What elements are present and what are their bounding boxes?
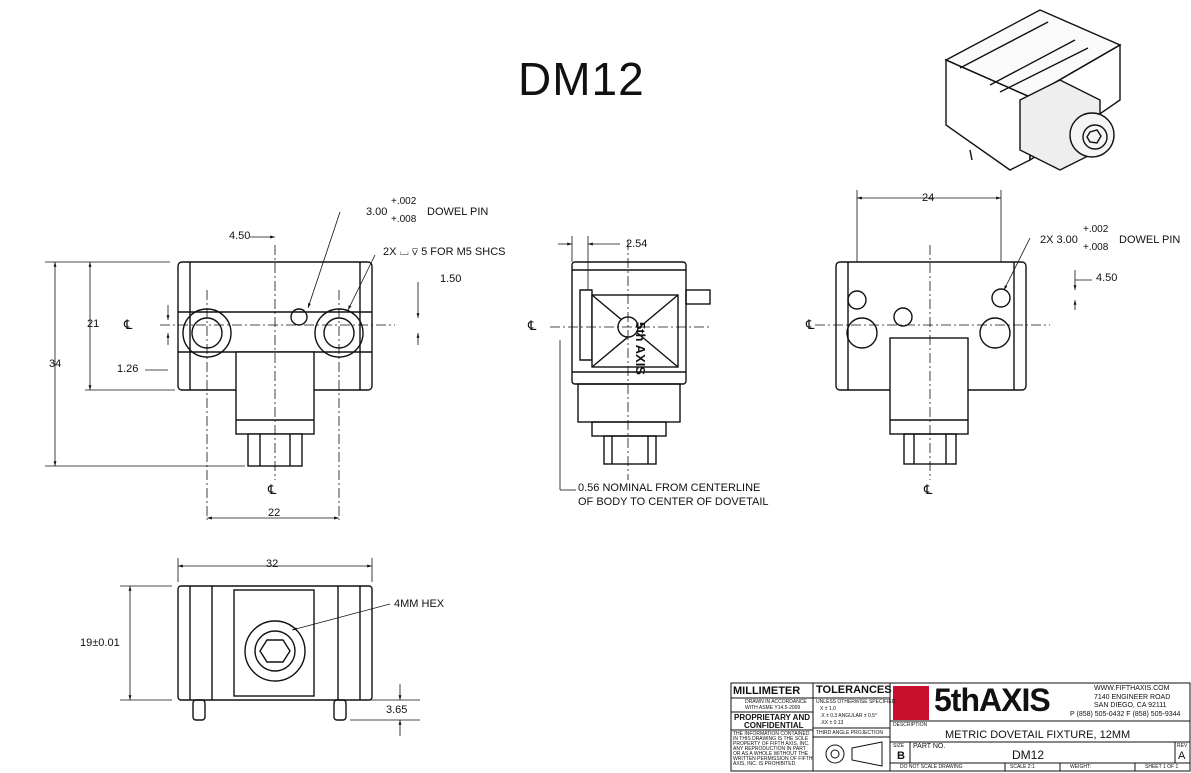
dim-front-offset: 4.50 <box>229 230 251 242</box>
tb-tol-xx: .X ± 0.3 ANGULAR ± 0.5° <box>820 713 877 719</box>
dim-front-height-inner: 21 <box>87 318 100 330</box>
tb-legal1: THE INFORMATION CONTAINED <box>733 731 810 737</box>
front-centerline-symbol-bottom: ℄ <box>268 482 277 497</box>
tb-logo: 5thAXIS <box>934 682 1051 718</box>
dim-back-dowel-nominal: 2X 3.00 <box>1040 234 1078 246</box>
bottom-hex-label: 4MM HEX <box>394 598 445 610</box>
front-counterbore-text: ⌴ ⊽ 5 FOR M5 SHCS <box>400 246 506 258</box>
tb-website: WWW.FIFTHAXIS.COM <box>1094 685 1170 692</box>
tb-legal6: WRITTEN PERMISSION OF FIFTH <box>733 756 813 762</box>
tb-scale: SCALE 2:1 <box>1010 764 1035 770</box>
back-view <box>835 261 1027 465</box>
tb-units: MILLIMETER <box>733 685 801 697</box>
side-note-line1: 0.56 NOMINAL FROM CENTERLINE <box>578 482 761 494</box>
tb-legal4: ANY REPRODUCTION IN PART <box>733 746 806 752</box>
dim-bottom-pin: 3.65 <box>386 704 408 716</box>
tb-projection: THIRD ANGLE PROJECTION <box>816 730 883 736</box>
tb-rev-label: REV <box>1177 743 1188 749</box>
tb-description: METRIC DOVETAIL FIXTURE, 12MM <box>945 729 1131 741</box>
tb-part-label: PART NO. <box>913 743 946 750</box>
tb-size: B <box>897 750 905 762</box>
tb-weight: WEIGHT: <box>1070 764 1091 770</box>
side-logo-text: 5th AXIS <box>633 322 648 375</box>
front-view-centerlines <box>160 245 395 520</box>
back-centerline-symbol-left: ℄ <box>806 317 815 332</box>
dim-front-dowel-nominal: 3.00 <box>366 206 388 218</box>
dim-front-centerline-offset: 1.26 <box>117 363 139 375</box>
tb-part-no: DM12 <box>1012 748 1045 762</box>
tb-legal5: OR AS A WHOLE WITHOUT THE <box>733 751 809 757</box>
back-view-dimensions <box>856 190 1092 310</box>
front-centerline-symbol-left: ℄ <box>124 317 133 332</box>
back-centerline-symbol-bottom: ℄ <box>924 482 933 497</box>
tb-rev: A <box>1178 750 1186 762</box>
dim-side-offset: 2.54 <box>626 238 648 250</box>
tb-tol-note: UNLESS OTHERWISE SPECIFIED <box>816 699 896 705</box>
front-counterbore-count: 2X <box>383 246 397 258</box>
tb-drawn-note2: WITH ASME Y14.5-2009 <box>745 705 801 711</box>
isometric-view <box>944 9 1122 171</box>
bottom-view-dimensions <box>120 558 420 736</box>
dim-back-dowel-tol-upper: +.002 <box>1083 224 1109 235</box>
side-view-centerlines <box>550 240 710 480</box>
tb-proprietary1: PROPRIETARY AND <box>734 713 811 722</box>
tb-tol-x: X ± 1.0 <box>820 706 836 712</box>
dim-bottom-height: 19±0.01 <box>80 637 120 649</box>
tb-phone: P (858) 505-0432 F (858) 505-9344 <box>1070 711 1181 718</box>
side-view-dimensions <box>558 236 620 491</box>
tb-legal7: AXIS, INC. IS PROHIBITED. <box>733 761 797 767</box>
front-view-dimensions <box>45 211 420 520</box>
tb-sheet: SHEET 1 OF 1 <box>1145 764 1179 770</box>
side-view <box>571 261 711 465</box>
drawing-title: DM12 <box>518 53 645 105</box>
dim-bottom-width: 32 <box>266 558 279 570</box>
tb-address2: SAN DIEGO, CA 92111 <box>1094 702 1167 709</box>
bottom-view <box>177 585 373 721</box>
tb-scale-note: DO NOT SCALE DRAWING <box>900 764 963 770</box>
tb-tolerances: TOLERANCES <box>816 684 892 696</box>
dim-front-dowel-tol-upper: +.002 <box>391 196 417 207</box>
dim-front-dowel-tol-lower: +.008 <box>391 214 417 225</box>
tb-drawn-note1: DRAWN IN ACCORDANCE <box>745 699 807 705</box>
back-dowel-label: DOWEL PIN <box>1119 234 1181 246</box>
tb-legal3: PROPERTY OF FIFTH AXIS, INC. <box>733 741 810 747</box>
front-dowel-label: DOWEL PIN <box>427 206 489 218</box>
title-block-frame <box>730 682 1191 772</box>
side-note-line2: OF BODY TO CENTER OF DOVETAIL <box>578 496 769 508</box>
tb-tol-xxx: .XX ± 0.13 <box>820 720 844 726</box>
dim-back-dowel-tol-lower: +.008 <box>1083 242 1109 253</box>
dim-back-offset: 4.50 <box>1096 272 1118 284</box>
tb-address1: 7140 ENGINEER ROAD <box>1094 694 1171 701</box>
dim-front-width: 22 <box>268 507 281 519</box>
dim-front-height-total: 34 <box>49 358 62 370</box>
dim-front-dowel-offset: 1.50 <box>440 273 462 285</box>
tb-legal2: IN THIS DRAWING IS THE SOLE <box>733 736 809 742</box>
tb-description-label: DESCRIPTION <box>893 722 928 728</box>
tb-proprietary2: CONFIDENTIAL <box>744 721 804 730</box>
back-view-centerlines <box>815 245 1050 480</box>
side-centerline-symbol: ℄ <box>528 318 537 333</box>
dim-back-spacing: 24 <box>922 192 935 204</box>
tb-size-label: SIZE <box>893 743 905 749</box>
